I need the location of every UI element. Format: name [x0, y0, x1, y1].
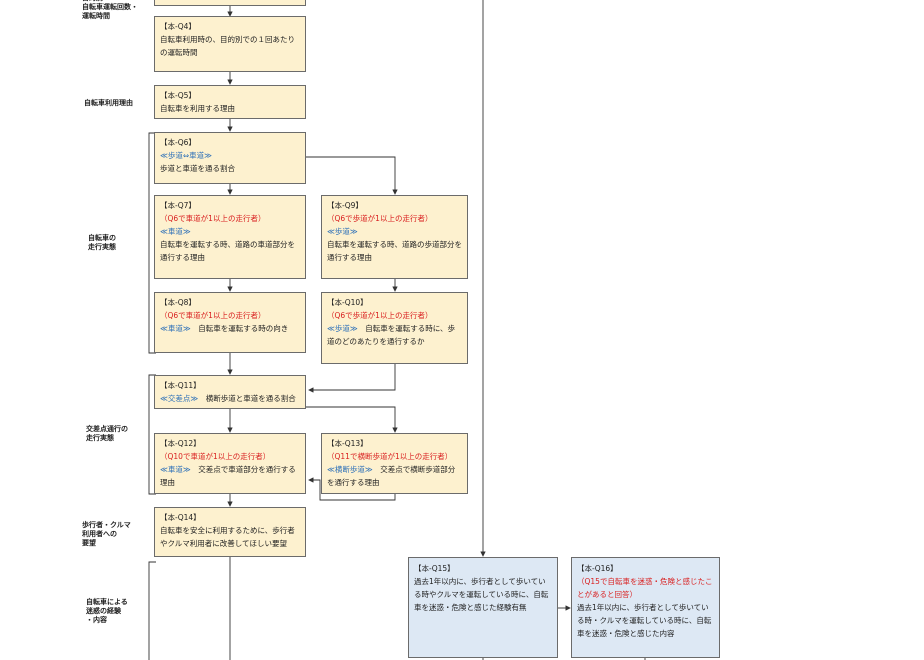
q9-id: 【本-Q9】: [327, 201, 363, 210]
q8-box: 【本-Q8】 （Q6で車道が1以上の走行者） ≪車道≫ 自転車を運転する時の向き: [154, 292, 306, 353]
q11-tag: ≪交差点≫: [160, 394, 199, 403]
q6-id: 【本-Q6】: [160, 138, 196, 147]
q5-text: 自転車を利用する理由: [160, 104, 235, 113]
q12-box: 【本-Q12】 （Q10で車道が1以上の走行者） ≪車道≫ 交差点で車道部分を通…: [154, 433, 306, 494]
q6-tag: ≪歩道⇔車道≫: [160, 151, 212, 160]
q6-box: 【本-Q6】 ≪歩道⇔車道≫ 歩道と車道を通る割合: [154, 132, 306, 184]
q13-id: 【本-Q13】: [327, 439, 368, 448]
partial-box-top: [154, 0, 306, 6]
q16-condition: （Q15で自転車を迷惑・危険と感じたことがあると回答）: [577, 577, 713, 599]
q4-text: 自転車利用時の、目的別での１回あたりの運転時間: [160, 35, 295, 57]
q7-condition: （Q6で車道が1以上の走行者）: [160, 214, 266, 223]
q12-condition: （Q10で車道が1以上の走行者）: [160, 452, 271, 461]
q10-condition: （Q6で歩道が1以上の走行者）: [327, 311, 433, 320]
section-label-danger: 自転車による 迷惑の経験 ・内容: [86, 598, 128, 624]
q12-text: 交差点で車道部分を通行する理由: [160, 465, 296, 487]
q13-text: 交差点で横断歩道部分を通行する理由: [327, 465, 456, 487]
arrow-q6-q9: [306, 156, 398, 195]
q4-box: 【本-Q4】 自転車利用時の、目的別での１回あたりの運転時間: [154, 16, 306, 72]
q13-condition: （Q11で横断歩道が1以上の走行者）: [327, 452, 453, 461]
q14-text: 自転車を安全に利用するために、歩行者やクルマ利用者に改善してほしい要望: [160, 526, 295, 548]
q15-box: 【本-Q15】 過去1年以内に、歩行者として歩いている時やクルマを運転している時…: [408, 557, 558, 658]
q10-box: 【本-Q10】 （Q6で歩道が1以上の走行者） ≪歩道≫ 自転車を運転する時に、…: [321, 292, 468, 364]
q5-box: 【本-Q5】 自転車を利用する理由: [154, 85, 306, 119]
q9-condition: （Q6で歩道が1以上の走行者）: [327, 214, 433, 223]
arrow-q11-q13: [306, 406, 398, 433]
q16-box: 【本-Q16】 （Q15で自転車を迷惑・危険と感じたことがあると回答） 過去1年…: [571, 557, 720, 658]
q15-text: 過去1年以内に、歩行者として歩いている時やクルマを運転している時に、自転車を迷惑…: [414, 577, 549, 612]
q8-condition: （Q6で車道が1以上の走行者）: [160, 311, 266, 320]
q11-id: 【本-Q11】: [160, 381, 201, 390]
q13-box: 【本-Q13】 （Q11で横断歩道が1以上の走行者） ≪横断歩道≫ 交差点で横断…: [321, 433, 468, 494]
q16-id: 【本-Q16】: [577, 564, 618, 573]
q8-text: 自転車を運転する時の向き: [190, 324, 289, 333]
q15-id: 【本-Q15】: [414, 564, 455, 573]
q6-text: 歩道と車道を通る割合: [160, 164, 235, 173]
bracket-danger: [148, 561, 156, 660]
q7-box: 【本-Q7】 （Q6で車道が1以上の走行者） ≪車道≫ 自転車を運転する時、道路…: [154, 195, 306, 279]
q7-text: 自転車を運転する時、道路の車道部分を通行する理由: [160, 240, 295, 262]
section-label-top: 目的別 自転車運転回数・ 運転時間: [82, 0, 138, 20]
q9-text: 自転車を運転する時、道路の歩道部分を通行する理由: [327, 240, 462, 262]
q14-box: 【本-Q14】 自転車を安全に利用するために、歩行者やクルマ利用者に改善してほし…: [154, 507, 306, 557]
q8-tag: ≪車道≫: [160, 324, 191, 333]
q13-tag: ≪横断歩道≫: [327, 465, 373, 474]
section-label-request: 歩行者・クルマ 利用者への 要望: [82, 521, 131, 547]
arrow-q10-q11: [308, 364, 396, 393]
section-label-intersection: 交差点通行の 走行実態: [86, 425, 128, 442]
section-label-driving: 自転車の 走行実態: [88, 234, 116, 251]
q9-tag: ≪歩道≫: [327, 227, 358, 236]
q10-text: 自転車を運転する時に、歩道のどのあたりを通行するか: [327, 324, 455, 346]
q7-tag: ≪車道≫: [160, 227, 191, 236]
q10-id: 【本-Q10】: [327, 298, 368, 307]
q16-text: 過去1年以内に、歩行者として歩いている時・クルマを運転している時に、自転車を迷惑…: [577, 603, 712, 638]
q12-tag: ≪車道≫: [160, 465, 191, 474]
q8-id: 【本-Q8】: [160, 298, 196, 307]
bracket-driving: [148, 132, 156, 354]
q12-id: 【本-Q12】: [160, 439, 201, 448]
bracket-intersection: [148, 374, 156, 495]
section-label-reason: 自転車利用理由: [84, 99, 133, 107]
q11-box: 【本-Q11】 ≪交差点≫ 横断歩道と車道を通る割合: [154, 375, 306, 409]
q7-id: 【本-Q7】: [160, 201, 196, 210]
q14-id: 【本-Q14】: [160, 513, 201, 522]
q11-text: 横断歩道と車道を通る割合: [198, 394, 296, 403]
arrow-q13-q12: [308, 477, 396, 501]
q9-box: 【本-Q9】 （Q6で歩道が1以上の走行者） ≪歩道≫ 自転車を運転する時、道路…: [321, 195, 468, 279]
q10-tag: ≪歩道≫: [327, 324, 358, 333]
q5-id: 【本-Q5】: [160, 91, 196, 100]
q4-id: 【本-Q4】: [160, 22, 196, 31]
